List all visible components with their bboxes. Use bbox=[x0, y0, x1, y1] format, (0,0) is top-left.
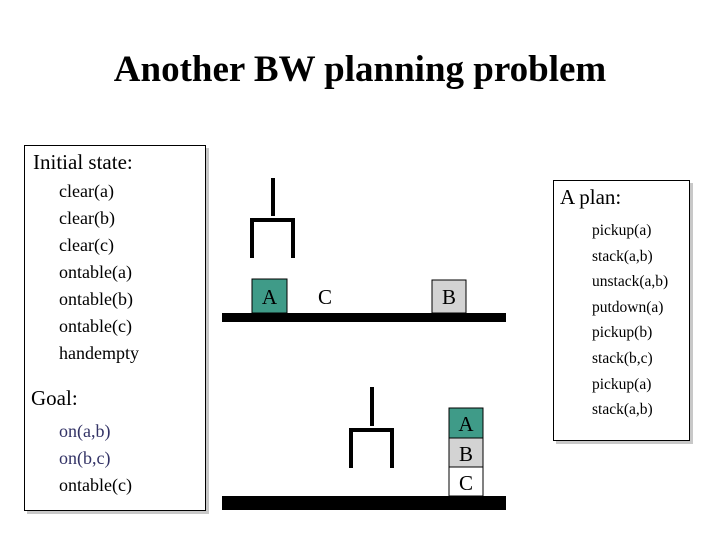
plan-step: stack(b,c) bbox=[592, 349, 653, 367]
table-surface bbox=[222, 313, 506, 322]
state-panel: Initial state: clear(a) clear(b) clear(c… bbox=[24, 145, 206, 511]
robot-gripper-icon bbox=[349, 387, 394, 468]
plan-panel: A plan: pickup(a) stack(a,b) unstack(a,b… bbox=[553, 180, 690, 441]
goal-block-b: B bbox=[448, 437, 484, 468]
goal-facts-list: on(a,b) on(b,c) ontable(c) bbox=[59, 418, 132, 499]
plan-step: stack(a,b) bbox=[592, 247, 653, 265]
plan-step: pickup(b) bbox=[592, 324, 653, 342]
svg-text:A: A bbox=[458, 412, 474, 436]
slide-title: Another BW planning problem bbox=[113, 49, 607, 90]
initial-fact: ontable(a) bbox=[59, 262, 132, 282]
table-surface bbox=[222, 496, 506, 510]
block-b: B bbox=[431, 279, 467, 314]
svg-text:C: C bbox=[459, 471, 473, 495]
initial-scene: A C B bbox=[222, 178, 506, 322]
goal-block-c: C bbox=[448, 466, 484, 497]
goal-fact: on(a,b) bbox=[59, 421, 111, 441]
goal-heading: Goal: bbox=[31, 386, 78, 410]
robot-gripper-icon bbox=[250, 178, 295, 258]
plan-step: pickup(a) bbox=[592, 375, 652, 393]
plan-step: stack(a,b) bbox=[592, 401, 653, 419]
svg-text:B: B bbox=[459, 442, 473, 466]
initial-fact: ontable(b) bbox=[59, 289, 133, 309]
initial-fact: clear(b) bbox=[59, 208, 115, 228]
initial-fact: clear(a) bbox=[59, 181, 114, 201]
svg-text:B: B bbox=[442, 285, 456, 309]
plan-step: putdown(a) bbox=[592, 298, 664, 316]
goal-fact: on(b,c) bbox=[59, 448, 111, 468]
initial-fact: handempty bbox=[59, 343, 139, 363]
initial-fact: ontable(c) bbox=[59, 316, 132, 336]
initial-state-heading: Initial state: bbox=[33, 150, 133, 174]
goal-scene: A B C bbox=[222, 387, 506, 510]
initial-fact: clear(c) bbox=[59, 235, 114, 255]
block-c: C bbox=[318, 285, 332, 309]
goal-block-a: A bbox=[448, 407, 484, 439]
initial-facts-list: clear(a) clear(b) clear(c) ontable(a) on… bbox=[59, 178, 139, 367]
plan-heading: A plan: bbox=[560, 185, 622, 209]
block-a: A bbox=[251, 278, 288, 314]
goal-fact: ontable(c) bbox=[59, 475, 132, 495]
plan-step: pickup(a) bbox=[592, 222, 652, 239]
svg-text:A: A bbox=[262, 285, 278, 309]
plan-steps-list: pickup(a) stack(a,b) unstack(a,b) putdow… bbox=[592, 218, 668, 423]
plan-step: unstack(a,b) bbox=[592, 273, 669, 291]
svg-text:C: C bbox=[318, 285, 332, 309]
